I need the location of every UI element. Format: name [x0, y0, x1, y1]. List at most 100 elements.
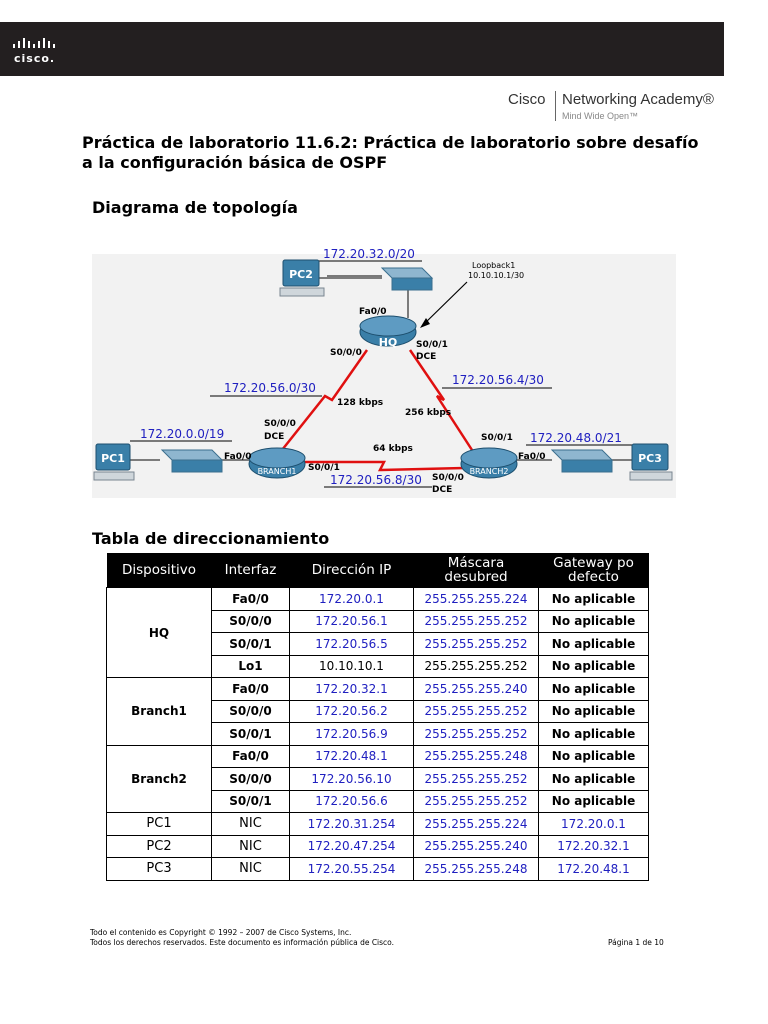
title-line-1: Práctica de laboratorio 11.6.2: Práctica… [82, 133, 699, 152]
b2-fa-label: Fa0/0 [518, 452, 546, 462]
table-row: Branch1 Fa0/0 172.20.32.1 255.255.255.24… [106, 677, 649, 746]
ip-cell: 172.20.31.254 [289, 812, 414, 836]
table-row: S0/0/0 172.20.56.2 255.255.255.252 No ap… [107, 699, 649, 723]
academy-brand: Cisco [508, 91, 546, 108]
table-row: S0/0/1 172.20.56.6 255.255.255.252 No ap… [107, 789, 649, 813]
gateway-cell: No aplicable [538, 677, 649, 701]
header-ip: Dirección IP [289, 553, 414, 588]
branch1-router-icon [248, 447, 306, 479]
b1-fa-label: Fa0/0 [224, 452, 252, 462]
header-gateway: Gateway po defecto [538, 553, 649, 588]
table-row: S0/0/0 172.20.56.1 255.255.255.252 No ap… [107, 609, 649, 633]
cisco-wordmark: cisco. [14, 52, 56, 65]
b1-s000-label: S0/0/0 [264, 419, 296, 429]
net-hq-b2-label: 172.20.56.4/30 [452, 373, 544, 387]
gateway-cell: No aplicable [538, 609, 649, 633]
interface-cell: S0/0/0 [211, 609, 290, 633]
header-mask: Máscara desubred [413, 553, 539, 588]
mask-cell: 255.255.255.252 [413, 654, 539, 678]
interface-cell: NIC [211, 834, 290, 858]
cisco-logo-icon [13, 38, 55, 48]
table-row: PC1 NIC 172.20.31.254 255.255.255.224 17… [106, 812, 649, 836]
table-row: PC3 NIC 172.20.55.254 255.255.255.248 17… [106, 857, 649, 881]
table-header-row: Dispositivo Interfaz Dirección IP Máscar… [106, 553, 649, 588]
page-number: Página 1 de 10 [608, 938, 664, 947]
gateway-cell: No aplicable [538, 632, 649, 656]
interface-cell: NIC [211, 857, 290, 881]
hq-switch-icon [380, 267, 434, 291]
header-interface: Interfaz [211, 553, 290, 588]
addressing-table-heading: Tabla de direccionamiento [92, 529, 330, 548]
loopback-label: Loopback1 [472, 261, 515, 270]
pc2-icon [279, 259, 325, 297]
net-b2-lan-label: 172.20.48.0/21 [530, 431, 622, 445]
header-device: Dispositivo [106, 553, 212, 588]
header-gateway-line-1: Gateway po [553, 555, 634, 571]
gateway-cell: 172.20.32.1 [538, 834, 649, 858]
table-row: Lo1 10.10.10.1 255.255.255.252 No aplica… [107, 654, 649, 678]
ip-cell: 172.20.56.9 [289, 722, 414, 746]
addressing-table: Dispositivo Interfaz Dirección IP Máscar… [106, 553, 649, 881]
mask-cell: 255.255.255.252 [413, 609, 539, 633]
topology-diagram: PC2 HQ BRANCH1 BRANCH2 PC1 PC3 [92, 247, 676, 498]
branch1-label: BRANCH1 [258, 467, 297, 476]
hq-label: HQ [379, 336, 398, 349]
footer-line-1: Todo el contenido es Copyright © 1992 – … [90, 928, 352, 937]
gateway-cell: No aplicable [538, 722, 649, 746]
loopback-net-label: 10.10.10.1/30 [468, 271, 524, 280]
branch2-switch-icon [550, 449, 614, 473]
b1-dce-label: DCE [264, 432, 284, 442]
gateway-cell: No aplicable [538, 744, 649, 768]
serial-branch1-branch2 [302, 460, 465, 472]
pc3-icon [629, 443, 673, 481]
serial-hq-branch2 [408, 349, 474, 451]
device-cell: PC2 [106, 834, 212, 858]
net-hq-b1-label: 172.20.56.0/30 [224, 381, 316, 395]
table-row: Branch2 Fa0/0 172.20.48.1 255.255.255.24… [106, 744, 649, 813]
interface-cell: S0/0/1 [211, 632, 290, 656]
ip-cell: 172.20.56.6 [289, 789, 414, 813]
mask-cell: 255.255.255.240 [413, 677, 539, 701]
topology-heading: Diagrama de topología [92, 198, 298, 217]
mask-cell: 255.255.255.240 [413, 834, 539, 858]
academy-name: Networking Academy® [562, 91, 714, 108]
hq-dce-label: DCE [416, 352, 436, 362]
ip-cell: 172.20.56.1 [289, 609, 414, 633]
mask-cell: 255.255.255.224 [413, 812, 539, 836]
ip-cell: 172.20.48.1 [289, 744, 414, 768]
interface-cell: S0/0/1 [211, 789, 290, 813]
net-hq-lan-label: 172.20.32.0/20 [323, 247, 415, 261]
pc1-icon [93, 443, 135, 481]
gateway-cell: No aplicable [538, 654, 649, 678]
page-title: Práctica de laboratorio 11.6.2: Práctica… [82, 133, 762, 173]
loopback-arrow [421, 281, 468, 327]
gateway-cell: No aplicable [538, 699, 649, 723]
net-b1-lan-label: 172.20.0.0/19 [140, 427, 224, 441]
branch1-switch-icon [160, 449, 224, 473]
ip-cell: 172.20.55.254 [289, 857, 414, 881]
header-mask-line-2: desubred [444, 569, 508, 585]
header-bar: cisco. [0, 22, 724, 76]
b2-dce-label: DCE [432, 485, 452, 495]
gateway-cell: No aplicable [538, 767, 649, 791]
interface-cell: S0/0/0 [211, 699, 290, 723]
device-cell: Branch2 [106, 744, 212, 813]
device-cell: Branch1 [106, 677, 212, 746]
pc1-label: PC1 [101, 452, 125, 465]
gateway-cell: 172.20.0.1 [538, 812, 649, 836]
interface-cell: Lo1 [211, 654, 290, 678]
ip-cell: 172.20.56.2 [289, 699, 414, 723]
loopback-arrowhead [420, 318, 430, 328]
b2-s000-label: S0/0/0 [432, 473, 464, 483]
pc2-label: PC2 [289, 268, 313, 281]
branch2-label: BRANCH2 [470, 467, 509, 476]
gateway-cell: No aplicable [538, 587, 649, 611]
footer-copyright: Todo el contenido es Copyright © 1992 – … [90, 928, 394, 948]
device-cell: HQ [106, 587, 212, 678]
hq-s001-label: S0/0/1 [416, 340, 448, 350]
hq-router-icon [359, 315, 417, 347]
mask-cell: 255.255.255.248 [413, 857, 539, 881]
net-b1-b2-label: 172.20.56.8/30 [330, 473, 422, 487]
academy-tagline: Mind Wide Open™ [562, 111, 639, 121]
gateway-cell: No aplicable [538, 789, 649, 813]
